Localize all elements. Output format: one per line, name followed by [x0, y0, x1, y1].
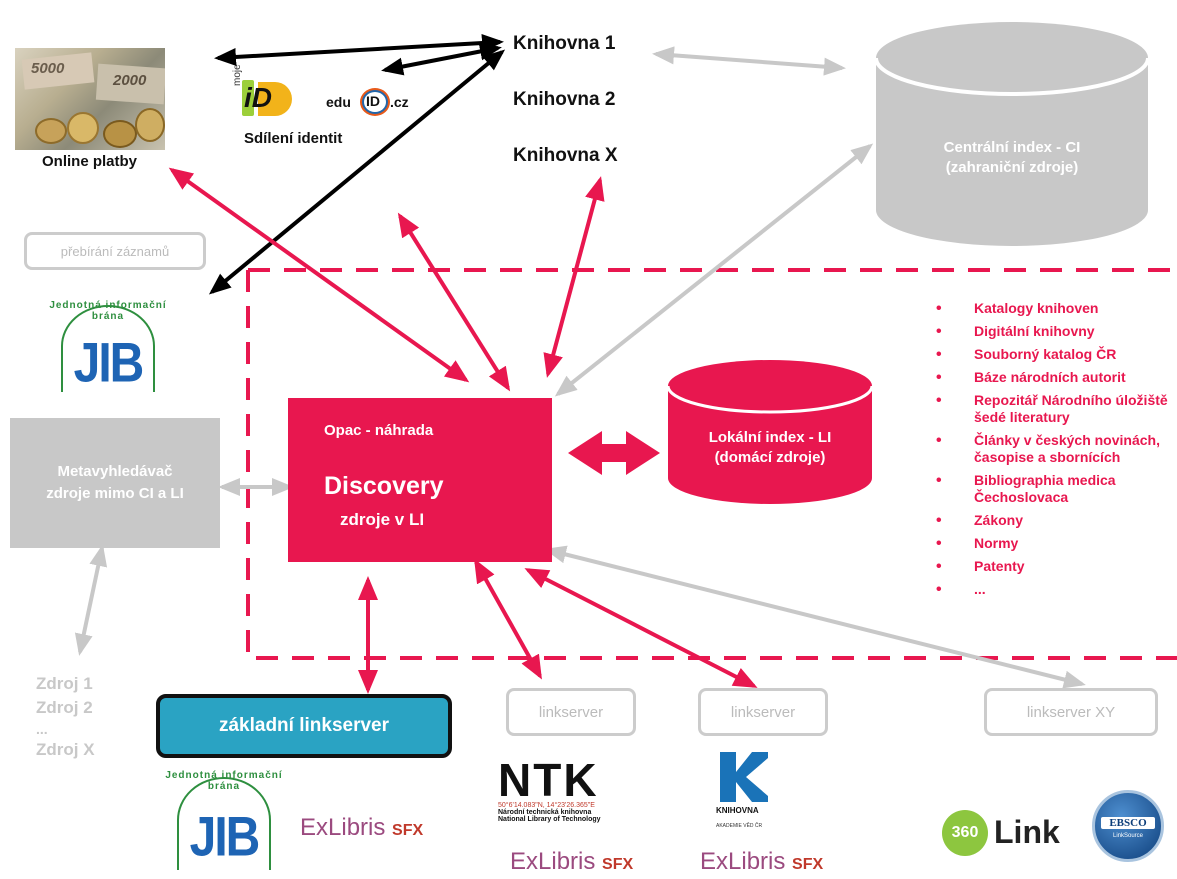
jib-arc-text: Jednotná informační brána — [165, 770, 283, 792]
exlibris-product: SFX — [602, 856, 634, 873]
knav-name: KNIHOVNA — [716, 806, 759, 815]
exlibris-product: SFX — [792, 856, 824, 873]
knav-linkserver-box[interactable]: linkserver — [698, 688, 828, 736]
local-sources-list: Katalogy knihoven Digitální knihovny Sou… — [930, 300, 1170, 604]
arrow-libraries-discovery — [397, 212, 511, 392]
ntk-linkserver-label: linkserver — [538, 703, 604, 721]
exlibris-sfx-logo: ExLibris SFX — [300, 814, 423, 842]
local-index-label: Lokální index - LI (domácí zdroje) — [668, 428, 872, 468]
knav-sub: AKADEMIE VĚD ČR — [716, 823, 763, 829]
list-item: Patenty — [930, 558, 1170, 575]
arrow-meta-sources — [74, 544, 108, 656]
jib-arc-icon — [61, 305, 155, 392]
exlibris-brand: ExLibris — [510, 848, 596, 875]
arrow-discovery-ci — [554, 143, 874, 397]
ntk-logo: NTK 50°6'14.083"N, 14°23'26.365"E Národn… — [498, 754, 638, 823]
knav-logo: KNIHOVNA AKADEMIE VĚD ČR — [716, 752, 796, 829]
list-item: Digitální knihovny — [930, 323, 1170, 340]
central-index-cylinder — [874, 22, 1150, 246]
xy-linkserver-box[interactable]: linkserver XY — [984, 688, 1158, 736]
banknotes-image: 5000 2000 — [15, 48, 165, 150]
jib-logo-top: Jednotná informační brána JIB — [44, 300, 172, 396]
360-link-word: Link — [994, 814, 1060, 850]
list-item: Repozitář Národního úložiště šedé litera… — [930, 392, 1170, 426]
discovery-subtitle: zdroje v LI — [340, 510, 425, 529]
exlibris-sfx-logo: ExLibris SFX — [510, 848, 633, 876]
list-item: Bibliographia medica Čechoslovaca — [930, 472, 1170, 506]
xy-linkserver-label: linkserver XY — [1026, 703, 1116, 721]
list-item: Báze národních autorit — [930, 369, 1170, 386]
banknote-2000-label: 2000 — [113, 72, 147, 89]
identity-sharing-label: Sdílení identit — [244, 130, 343, 147]
basic-linkserver-button[interactable]: základní linkserver — [156, 694, 452, 758]
ebsco-name: EBSCO — [1101, 817, 1155, 829]
record-import-label: přebírání záznamů — [60, 243, 170, 259]
arrow-discovery-knav — [524, 568, 758, 688]
discovery-box: Opac - náhrada Discovery zdroje v LI — [288, 398, 552, 562]
banknote-5000-label: 5000 — [31, 60, 65, 77]
exlibris-brand: ExLibris — [700, 848, 786, 875]
list-item: Články v českých novinách, časopise a sb… — [930, 432, 1170, 466]
ntk-name-cz: Národní technická knihovna — [498, 809, 592, 816]
list-item: Katalogy knihoven — [930, 300, 1170, 317]
jib-letters-top: JIB — [73, 333, 145, 394]
local-index-cylinder — [666, 360, 874, 504]
arrow-eduid-knihovna1 — [381, 42, 502, 76]
eduid-cz-text: .cz — [390, 94, 409, 110]
jib-logo-bottom: Jednotná informační brána JIB — [160, 770, 288, 874]
list-item: Zákony — [930, 512, 1170, 529]
online-payments-label: Online platby — [42, 153, 138, 170]
ebsco-sub: LinkSource — [1112, 833, 1144, 839]
library-x-label: Knihovna X — [513, 145, 618, 166]
metasearch-line1: Metavyhledávač — [57, 463, 173, 480]
record-import-box[interactable]: přebírání záznamů — [24, 232, 206, 270]
ntk-linkserver-box[interactable]: linkserver — [506, 688, 636, 736]
central-index-subtitle: (zahraniční zdroje) — [945, 159, 1079, 176]
central-index-title: Centrální index - CI — [943, 139, 1081, 156]
discovery-title: Discovery — [324, 472, 444, 500]
360-badge: 360 — [942, 810, 988, 856]
arrow-knihovna1-ci — [652, 46, 846, 76]
source-2: Zdroj 2 — [36, 698, 93, 717]
knav-k-icon — [720, 752, 768, 802]
exlibris-sfx-logo: ExLibris SFX — [700, 848, 823, 876]
source-1: Zdroj 1 — [36, 674, 93, 693]
jib-arc-icon — [177, 777, 271, 870]
knav-linkserver-label: linkserver — [730, 703, 796, 721]
local-index-title: Lokální index - LI — [708, 429, 832, 446]
exlibris-product: SFX — [392, 822, 424, 839]
opac-replacement-label: Opac - náhrada — [324, 422, 434, 439]
eduid-edu-text: edu — [326, 94, 351, 110]
jib-letters-bottom: JIB — [189, 807, 261, 868]
eduid-logo: edu ID .cz — [326, 88, 426, 118]
ebsco-logo: EBSCO LinkSource — [1092, 790, 1164, 862]
exlibris-brand: ExLibris — [300, 814, 386, 841]
list-item: Normy — [930, 535, 1170, 552]
mojeid-id-text: iD — [244, 82, 272, 113]
source-x: Zdroj X — [36, 740, 95, 759]
local-index-subtitle: (domácí zdroje) — [714, 449, 826, 466]
double-arrow-discovery-local-index — [568, 431, 660, 475]
eduid-id-text: ID — [366, 93, 380, 109]
metasearch-line2: zdroje mimo CI a LI — [46, 485, 184, 502]
jib-arc-text: Jednotná informační brána — [49, 300, 167, 322]
sources-list: Zdroj 1 Zdroj 2 ... Zdroj X — [36, 672, 95, 762]
central-index-label: Centrální index - CI (zahraniční zdroje) — [876, 138, 1148, 178]
ntk-coords: 50°6'14.083"N, 14°23'26.365"E — [498, 802, 595, 809]
basic-linkserver-label: základní linkserver — [218, 715, 390, 736]
source-ellipsis: ... — [36, 721, 48, 737]
arrow-knihovnax-discovery — [543, 176, 605, 378]
list-item: Souborný katalog ČR — [930, 346, 1170, 363]
360-link-logo: 360 Link — [942, 808, 1082, 858]
list-item: ... — [930, 581, 1170, 598]
metasearch-box: Metavyhledávač zdroje mimo CI a LI — [10, 418, 220, 548]
ntk-logo-text: NTK — [498, 754, 599, 806]
library-1-label: Knihovna 1 — [513, 33, 616, 54]
mojeid-logo: moje iD — [232, 64, 312, 124]
library-2-label: Knihovna 2 — [513, 89, 616, 110]
ntk-name-en: National Library of Technology — [498, 816, 601, 823]
